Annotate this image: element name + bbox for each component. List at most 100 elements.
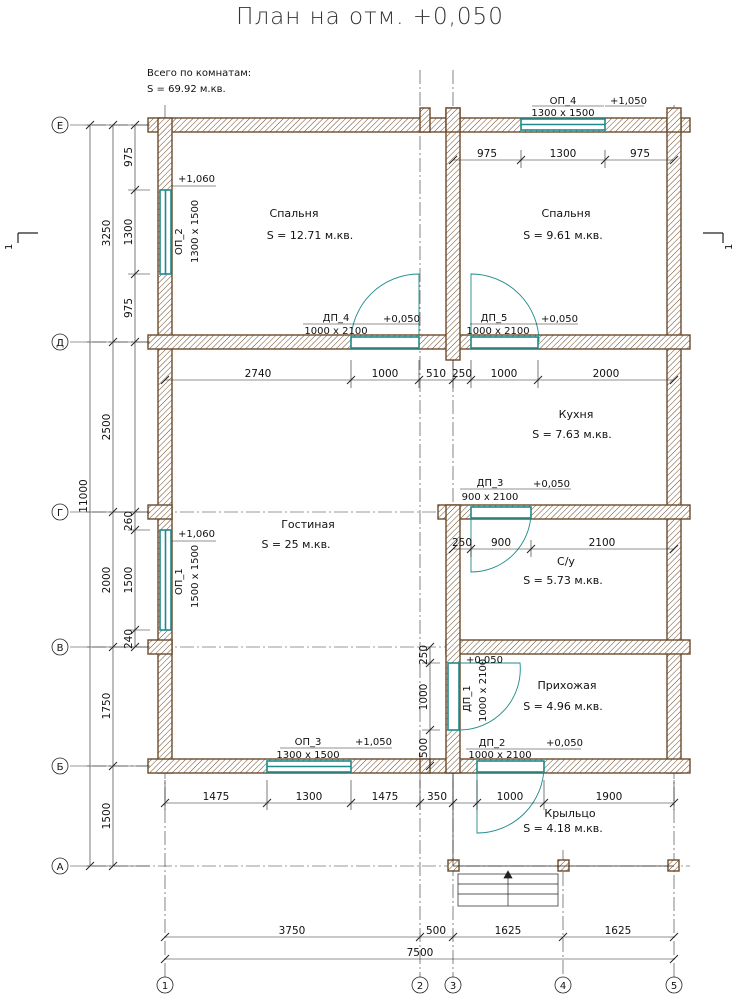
axis-marker-col: 1 (156, 976, 174, 994)
opening-labels: ОП_4 1300 x 1500 +1,050 ОП_2 1300 x 1500… (172, 96, 647, 761)
door-mark: ДП_5 (481, 313, 508, 324)
door-mark: ДП_1 (462, 685, 473, 712)
opening-level: +1,060 (178, 529, 215, 540)
dim-text: 1000 (491, 368, 518, 380)
room-name: С/у (557, 555, 575, 568)
opening-mark: ОП_1 (174, 568, 185, 595)
room-name: Прихожая (538, 679, 597, 692)
total-label: Всего по комнатам: (147, 68, 251, 79)
dim-text: 1625 (495, 925, 522, 937)
section-marks (17, 232, 724, 243)
door-size: 1000 x 2100 (304, 326, 367, 337)
opening-size: 1300 x 1500 (190, 200, 201, 263)
dim-text: 975 (123, 147, 135, 167)
dim-total-width: 7500 (407, 947, 434, 959)
svg-text:Б: Б (57, 762, 64, 773)
room-name: Кухня (559, 408, 594, 421)
door-size: 1000 x 2100 (478, 659, 489, 722)
door-level: +0,050 (383, 314, 420, 325)
door-level: +0,050 (533, 479, 570, 490)
axis-marker-row: А (51, 857, 69, 875)
dim-text: 250 (452, 537, 472, 549)
opening-level: +1,050 (355, 737, 392, 748)
row-axis-markers: Е Д Г В Б А (51, 116, 69, 875)
plan-title: План на отм. +0,050 (236, 4, 504, 30)
door-level: +0,050 (546, 738, 583, 749)
axis-marker-col: 2 (411, 976, 429, 994)
dim-text: 2740 (245, 368, 272, 380)
dim-text: 1300 (123, 219, 135, 246)
svg-text:5: 5 (671, 981, 677, 992)
door-level: +0,050 (541, 314, 578, 325)
dim-text: 1475 (203, 791, 230, 803)
dim-text: 3250 (101, 220, 113, 247)
svg-text:Е: Е (57, 121, 63, 132)
dim-text: 3750 (279, 925, 306, 937)
room-area: S = 4.18 м.кв. (523, 822, 603, 835)
axis-marker-col: 5 (665, 976, 683, 994)
door-mark: ДП_3 (477, 478, 504, 489)
svg-text:3: 3 (450, 981, 456, 992)
opening-mark: ОП_4 (550, 96, 577, 107)
svg-text:1: 1 (162, 981, 168, 992)
dim-text: 975 (477, 148, 497, 160)
room-name: Крыльцо (544, 807, 595, 820)
door-size: 900 x 2100 (462, 492, 519, 503)
dim-text: 2000 (593, 368, 620, 380)
porch-posts (447, 859, 680, 872)
axis-marker-row: Е (51, 116, 69, 134)
dim-text: 975 (123, 298, 135, 318)
dim-text: 510 (426, 368, 446, 380)
room-name: Спальня (542, 207, 591, 220)
section-label-right: 1 (724, 244, 735, 250)
dim-text: 1475 (372, 791, 399, 803)
room-area: S = 9.61 м.кв. (523, 229, 603, 242)
room-name: Спальня (270, 207, 319, 220)
dim-text: 500 (426, 925, 446, 937)
dim-text: 1000 (372, 368, 399, 380)
dim-text: 1000 (497, 791, 524, 803)
dim-text: 500 (418, 738, 430, 758)
axis-marker-row: В (51, 638, 69, 656)
dim-text: 260 (123, 511, 135, 531)
col-axis-markers: 1 2 3 4 5 (156, 976, 683, 994)
dim-text: 1300 (296, 791, 323, 803)
dimension-texts: 975 1300 975 2740 1000 510 250 1000 2000… (78, 147, 650, 959)
opening-mark: ОП_2 (174, 228, 185, 255)
dim-text: 1300 (550, 148, 577, 160)
room-area: S = 5.73 м.кв. (523, 574, 603, 587)
svg-text:Д: Д (56, 338, 64, 349)
room-area: S = 4.96 м.кв. (523, 700, 603, 713)
dim-text: 1625 (605, 925, 632, 937)
svg-text:4: 4 (560, 981, 566, 992)
door-size: 1000 x 2100 (468, 750, 531, 761)
total-area: S = 69.92 м.кв. (147, 84, 226, 95)
opening-level: +1,050 (610, 96, 647, 107)
door-level: +0,050 (466, 655, 503, 666)
axis-marker-row: Г (51, 503, 69, 521)
opening-size: 1300 x 1500 (531, 108, 594, 119)
axis-marker-col: 3 (444, 976, 462, 994)
room-area: S = 25 м.кв. (261, 538, 330, 551)
dimension-ticks (85, 120, 679, 964)
room-name: Гостиная (281, 518, 335, 531)
room-area: S = 12.71 м.кв. (267, 229, 354, 242)
svg-text:2: 2 (417, 981, 423, 992)
section-label-left: 1 (4, 244, 15, 250)
dim-text: 900 (491, 537, 511, 549)
axis-marker-col: 4 (554, 976, 572, 994)
dim-text: 975 (630, 148, 650, 160)
opening-size: 1300 x 1500 (276, 750, 339, 761)
axis-marker-row: Д (51, 333, 69, 351)
windows (159, 118, 606, 773)
opening-level: +1,060 (178, 174, 215, 185)
door-swings (350, 273, 545, 834)
dim-text: 250 (452, 368, 472, 380)
axis-marker-row: Б (51, 757, 69, 775)
door-mark: ДП_4 (323, 313, 350, 324)
svg-text:Г: Г (57, 508, 63, 519)
room-area: S = 7.63 м.кв. (532, 428, 612, 441)
door-mark: ДП_2 (479, 738, 506, 749)
dim-text: 1500 (101, 803, 113, 830)
